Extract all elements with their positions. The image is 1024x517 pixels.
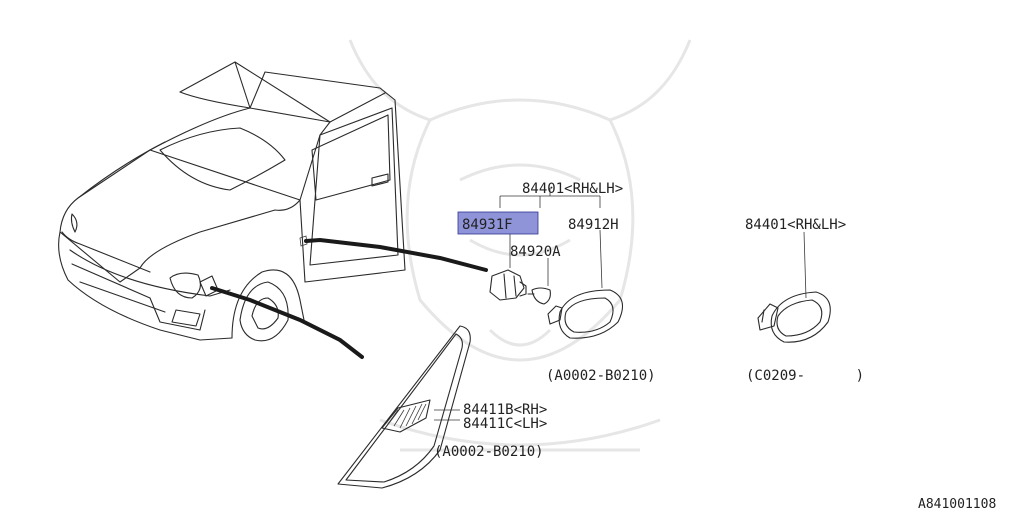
bulb-socket-part[interactable] — [489, 269, 527, 301]
side-turn-lamp-assembly-later[interactable] — [757, 231, 831, 343]
watermark-emblem — [348, 39, 692, 452]
figure-id: A841001108 — [918, 497, 996, 512]
applicability-range-right: (C0209- ) — [746, 368, 864, 384]
callout-84411b[interactable]: 84411B<RH> — [463, 402, 547, 418]
callout-bracket-84401 — [499, 188, 601, 208]
leader-line-side-marker — [304, 237, 488, 272]
applicability-range-garnish: (A0002-B0210) — [434, 444, 544, 460]
car-illustration — [58, 61, 406, 342]
side-marker-mount-point — [299, 235, 308, 247]
applicability-range-lamp: (A0002-B0210) — [546, 368, 656, 384]
callout-84411c[interactable]: 84411C<LH> — [463, 416, 547, 432]
highlight-84931f — [457, 211, 539, 235]
callout-84401-top: 84401<RH&LH> — [522, 181, 623, 197]
fender-garnish-part[interactable] — [337, 325, 471, 489]
wedge-bulb-part[interactable] — [527, 287, 551, 305]
callout-84912h[interactable]: 84912H — [568, 217, 619, 233]
callout-84931f[interactable]: 84931F — [462, 217, 513, 233]
callout-84401-right[interactable]: 84401<RH&LH> — [745, 217, 846, 233]
side-turn-lamp-group — [457, 188, 624, 339]
side-marker-lens-part[interactable] — [547, 289, 624, 339]
leader-line-garnish — [210, 286, 364, 359]
callout-84920a[interactable]: 84920A — [510, 244, 561, 260]
